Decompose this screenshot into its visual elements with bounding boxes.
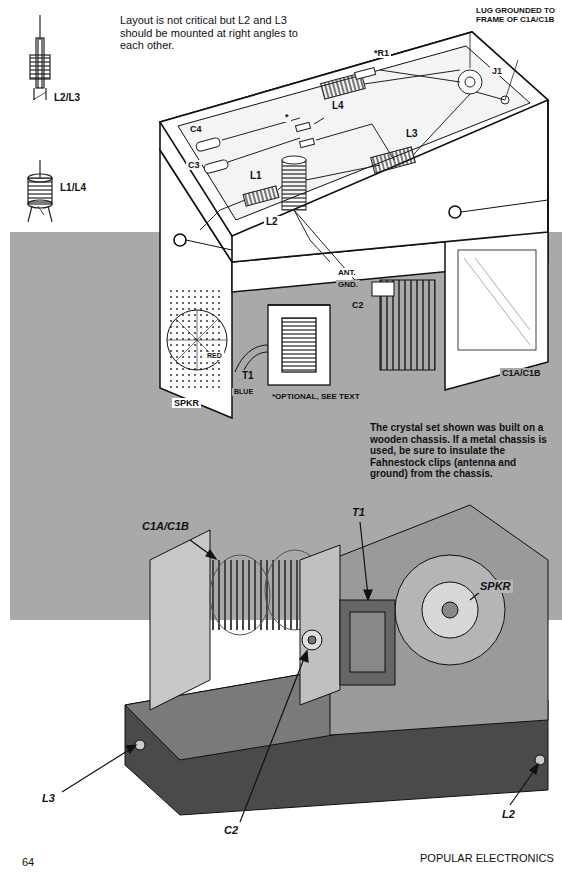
optional-mark: * xyxy=(283,112,291,122)
photo-label: T1 xyxy=(350,506,367,519)
terminal-label: ANT. xyxy=(336,268,358,277)
part-label: L1 xyxy=(248,170,264,182)
loose-coils xyxy=(28,15,52,222)
wiring xyxy=(200,60,518,286)
photo-label: C1A/C1B xyxy=(140,520,191,533)
wire-label: RED xyxy=(205,352,224,360)
photo-label: L3 xyxy=(40,792,57,805)
capacitors-diodes xyxy=(195,68,509,174)
transformer-t1 xyxy=(235,305,330,385)
callout-note: LUG GROUNDED TO FRAME OF C1A/C1B xyxy=(474,6,558,24)
photo-assembly xyxy=(125,505,548,815)
part-label: L2 xyxy=(264,216,280,228)
part-label: C1A/C1B xyxy=(500,368,543,378)
photo-label: SPKR xyxy=(478,580,513,593)
part-label: L4 xyxy=(330,100,346,112)
photo-label: C2 xyxy=(222,824,240,837)
part-label: C2 xyxy=(350,300,366,310)
part-label: *R1 xyxy=(372,48,391,58)
layout-note: Layout is not critical but L2 and L3 sho… xyxy=(118,14,302,52)
magazine-name: POPULAR ELECTRONICS xyxy=(418,852,556,865)
coils xyxy=(243,73,415,210)
part-label: SPKR xyxy=(172,398,201,408)
part-label: C4 xyxy=(188,124,204,134)
part-label: L3 xyxy=(404,128,420,140)
page-number: 64 xyxy=(20,856,36,869)
top-chassis xyxy=(160,32,548,262)
caption-note: The crystal set shown was built on a woo… xyxy=(368,422,554,480)
part-label: L2/L3 xyxy=(52,92,82,104)
part-label: T1 xyxy=(240,370,256,382)
terminal-label: GND. xyxy=(336,280,360,289)
wire-label: BLUE xyxy=(232,388,255,396)
photo-label: L2 xyxy=(500,808,517,821)
part-label: C3 xyxy=(186,160,202,170)
note: *OPTIONAL, SEE TEXT xyxy=(270,392,362,401)
part-label: J1 xyxy=(490,66,504,76)
part-label: L1/L4 xyxy=(58,182,88,194)
